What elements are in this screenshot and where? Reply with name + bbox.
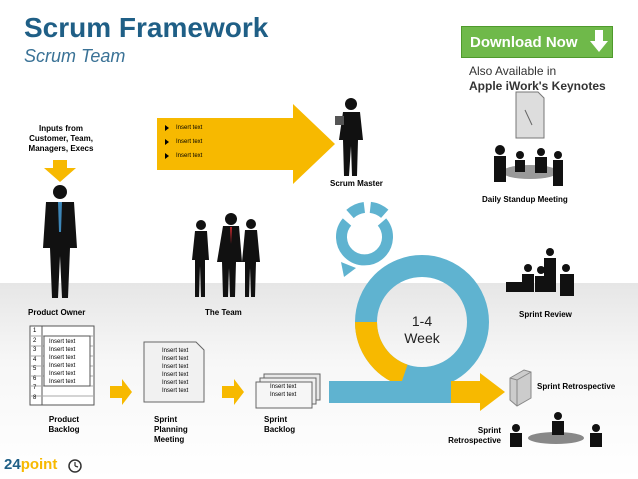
sprint-review-label: Sprint Review xyxy=(519,310,572,319)
cycle-line1: 1-4 xyxy=(411,313,433,329)
planning-doc-line: Insert text xyxy=(162,348,189,354)
sprint-backlog-doc-line: Insert text xyxy=(270,384,297,390)
retrospective-meeting-figures xyxy=(510,412,602,447)
sprint-retrospective-right-label: Sprint Retrospective xyxy=(537,382,616,391)
backlog-item: Insert text xyxy=(49,355,76,361)
sprint-backlog-doc-line: Insert text xyxy=(270,392,297,398)
backlog-item: Insert text xyxy=(49,371,76,377)
backlog-number-2: 2 xyxy=(33,337,37,344)
page-title: Scrum Framework xyxy=(24,12,269,43)
scrum-master-label: Scrum Master xyxy=(330,179,383,188)
backlog-item: Insert text xyxy=(49,339,76,345)
arrow-bullet-3: Insert text xyxy=(176,153,203,159)
sprint-backlog-label: Sprint Backlog xyxy=(264,415,295,435)
planning-doc-line: Insert text xyxy=(162,372,189,378)
product-backlog-label: Product Backlog xyxy=(44,415,84,435)
inputs-down-arrow xyxy=(44,160,76,182)
daily-standup-figures xyxy=(494,145,563,186)
product-backlog-line2: Backlog xyxy=(48,425,80,434)
sprint-planning-doc-text: Insert text Insert text Insert text Inse… xyxy=(162,347,188,395)
backlog-item: Insert text xyxy=(49,347,76,353)
planning-doc-line: Insert text xyxy=(162,364,189,370)
product-owner-label: Product Owner xyxy=(28,308,86,317)
arrow-bullet-2: Insert text xyxy=(176,139,203,145)
inputs-label-line2: Customer, Team, xyxy=(29,134,93,143)
sprint-planning-line3: Meeting xyxy=(154,435,185,444)
backlog-item: Insert text xyxy=(49,363,76,369)
backlog-number-4: 4 xyxy=(33,356,37,363)
backlog-item: Insert text xyxy=(49,379,76,385)
backlog-number-6: 6 xyxy=(33,375,37,382)
cycle-base-bar xyxy=(329,381,451,403)
backlog-number-8: 8 xyxy=(33,394,37,401)
product-owner-figure xyxy=(43,185,77,298)
sprint-retrospective-box xyxy=(509,369,532,407)
download-arrow-icon xyxy=(590,30,608,52)
backlog-number-1: 1 xyxy=(33,328,37,334)
backlog-items: Insert text Insert text Insert text Inse… xyxy=(49,338,75,386)
sprint-planning-line2: Planning xyxy=(154,425,188,434)
the-team-figures xyxy=(192,213,260,297)
planning-to-sprint-backlog-arrow xyxy=(222,379,244,405)
also-available-text: Also Available in Apple iWork's Keynotes xyxy=(469,64,606,94)
backlog-numbers: 1 2 3 4 5 6 7 8 xyxy=(33,327,42,403)
cycle-duration-label: 1-4 Week xyxy=(396,313,448,347)
daily-standup-label: Daily Standup Meeting xyxy=(482,195,568,204)
main-cycle xyxy=(355,255,489,389)
backlog-number-5: 5 xyxy=(33,366,37,372)
product-backlog-line1: Product xyxy=(48,415,80,424)
sprint-review-figures xyxy=(506,248,574,296)
sprint-backlog-doc-text: Insert text Insert text xyxy=(270,383,296,399)
sprint-retrospective-bottom-line1: Sprint xyxy=(477,426,501,435)
sprint-planning-doc xyxy=(143,341,205,403)
sprint-backlog-line2: Backlog xyxy=(264,425,296,434)
download-button-label: Download Now xyxy=(470,34,578,51)
sprint-planning-label: Sprint Planning Meeting xyxy=(154,415,188,445)
arrow-bullet-1: Insert text xyxy=(176,125,203,131)
download-now-button[interactable]: Download Now xyxy=(461,26,613,58)
product-backlog-table xyxy=(29,325,95,406)
backlog-number-3: 3 xyxy=(33,347,37,353)
inputs-arrow xyxy=(157,104,335,184)
planning-doc-line: Insert text xyxy=(162,388,189,394)
sprint-backlog-line1: Sprint xyxy=(264,415,288,424)
the-team-label: The Team xyxy=(205,308,242,317)
inputs-label: Inputs from Customer, Team, Managers, Ex… xyxy=(24,124,98,154)
logo-number: 24 xyxy=(4,456,21,473)
sprint-retrospective-bottom-line2: Retrospective xyxy=(448,436,501,445)
logo-word: point xyxy=(20,456,58,473)
scrum-master-figure xyxy=(335,98,363,176)
planning-doc-line: Insert text xyxy=(162,380,189,386)
sprint-retrospective-bottom-label: Sprint Retrospective xyxy=(444,426,501,446)
sprint-backlog-docs xyxy=(255,373,321,409)
backlog-number-7: 7 xyxy=(33,385,37,391)
sprint-planning-line1: Sprint xyxy=(154,415,178,424)
brand-logo: 24point xyxy=(4,456,57,474)
inputs-label-line3: Managers, Execs xyxy=(28,144,94,153)
planning-doc-line: Insert text xyxy=(162,356,189,362)
page-subtitle: Scrum Team xyxy=(24,46,126,66)
also-available-line1: Also Available in xyxy=(469,64,557,78)
backlog-to-planning-arrow xyxy=(110,379,132,405)
cycle-yellow-arrow xyxy=(451,373,505,411)
also-available-line2: Apple iWork's Keynotes xyxy=(469,79,606,93)
small-cycle xyxy=(336,201,393,277)
document-icon xyxy=(515,91,545,139)
inputs-label-line1: Inputs from xyxy=(39,124,83,133)
logo-clock-icon xyxy=(68,459,82,473)
cycle-line2: Week xyxy=(404,330,440,346)
